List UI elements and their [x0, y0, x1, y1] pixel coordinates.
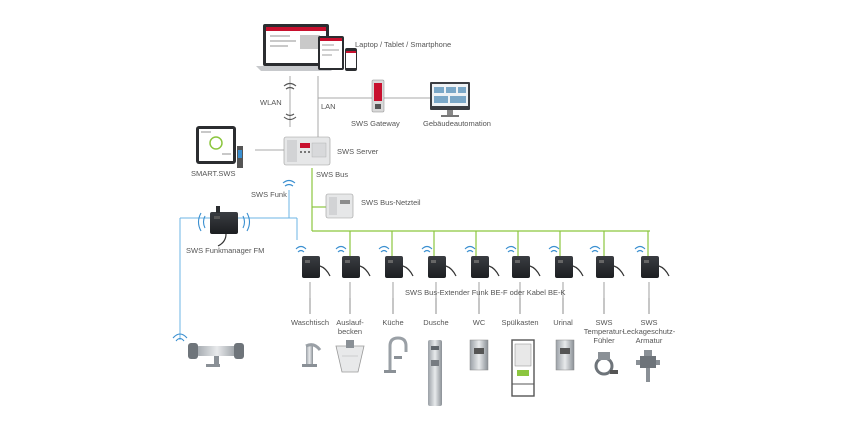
smart-sws-tablet-icon — [196, 126, 243, 168]
laptop-icon — [256, 24, 336, 71]
endpoint-label-line: Fühler — [593, 336, 615, 345]
endpoint-label-line: Waschtisch — [290, 318, 330, 327]
gateway-label: SWS Gateway — [351, 119, 400, 128]
wifi-icon — [282, 179, 296, 187]
thermostat-mixer-icon — [188, 343, 244, 367]
funk-label: SWS Funk — [251, 190, 287, 199]
shower-panel-icon — [428, 340, 442, 406]
endpoint-label-line: SWS — [595, 318, 613, 327]
wifi-icon — [589, 245, 601, 250]
endpoint-label-line: SWS — [640, 318, 658, 327]
endpoint-label-line: Küche — [382, 318, 404, 327]
cistern-frame-icon — [511, 339, 535, 397]
bus-label: SWS Bus — [316, 170, 349, 179]
wifi-icon — [172, 333, 188, 342]
endpoint-label-line: Temperatur- — [583, 327, 625, 336]
wifi-icon — [423, 249, 431, 253]
endpoint-label: Auslauf-becken — [336, 318, 364, 336]
outlet-basin-icon — [335, 340, 365, 373]
endpoint-label-line: Urinal — [553, 318, 573, 327]
endpoint-label-line: Leckageschutz- — [622, 327, 676, 336]
smartphone-icon — [345, 48, 357, 71]
endpoint-label: Dusche — [423, 318, 448, 327]
wifi-icon — [636, 249, 644, 253]
wifi-icon — [466, 249, 474, 253]
wifi-icon — [505, 245, 517, 250]
building-automation-label: Gebäudeautomation — [423, 119, 491, 128]
server-icon — [283, 136, 331, 166]
endpoint-label: WC — [473, 318, 486, 327]
bus-extender-icon — [555, 256, 584, 278]
bus-extender-icon — [385, 256, 414, 278]
wifi-icon — [591, 249, 599, 253]
gateway-icon — [371, 79, 385, 113]
wifi-icon — [634, 245, 646, 250]
bus-extender-icon — [302, 256, 331, 278]
wlan-label: WLAN — [260, 98, 282, 107]
endpoint-label-line: becken — [337, 327, 363, 336]
endpoint-label: Waschtisch — [291, 318, 329, 327]
wifi-icon — [550, 249, 558, 253]
endpoint-wifi-icons — [295, 245, 646, 253]
endpoint-label-line: Armatur — [635, 336, 663, 345]
leakage-valve-icon — [636, 350, 660, 382]
temperature-sensor-icon — [594, 352, 618, 376]
power-supply-icon — [325, 193, 354, 219]
bus-extender-icon — [471, 256, 500, 278]
bus-extender-icon — [641, 256, 670, 278]
wifi-icon — [283, 82, 297, 121]
bus-extender-icon — [596, 256, 625, 278]
bus-extenders — [302, 256, 670, 278]
bus-extender-icon — [428, 256, 457, 278]
bus-extender-icon — [512, 256, 541, 278]
wifi-icon — [380, 249, 388, 253]
smart-sws-label: SMART.SWS — [191, 169, 236, 178]
bus-lines — [311, 168, 650, 256]
endpoint-label-line: Auslauf- — [336, 318, 364, 327]
endpoint-label-line: Dusche — [423, 318, 449, 327]
basin-tap-icon — [302, 343, 322, 367]
tablet-icon — [318, 36, 344, 70]
bus-extender-icon — [342, 256, 371, 278]
kitchen-tap-icon — [384, 336, 408, 373]
wifi-icon — [337, 249, 345, 253]
server-label: SWS Server — [337, 147, 379, 156]
wifi-icon — [378, 245, 390, 250]
extender-label: SWS Bus-Extender Funk BE-F oder Kabel BE… — [405, 288, 566, 297]
wifi-icon — [295, 245, 307, 250]
endpoint-label: Urinal — [553, 318, 573, 327]
endpoint-label-line: WC — [472, 318, 486, 327]
wifi-icon — [297, 249, 305, 253]
endpoint-label: Küche — [382, 318, 403, 327]
radio-manager-waves — [197, 212, 251, 232]
endpoint-label: Spülkasten — [501, 318, 538, 327]
wc-flush-plate-icon — [469, 339, 489, 371]
lan-label: LAN — [321, 102, 336, 111]
lan-lines — [255, 76, 430, 151]
bus-power-label: SWS Bus-Netzteil — [361, 198, 421, 207]
urinal-plate-icon — [555, 339, 575, 371]
extender-stems — [309, 282, 650, 314]
radio-manager-label: SWS Funkmanager FM — [186, 246, 265, 255]
monitor-icon — [430, 82, 470, 117]
radio-manager-icon — [210, 206, 238, 247]
wifi-icon — [507, 249, 515, 253]
devices-label: Laptop / Tablet / Smartphone — [355, 40, 452, 49]
wifi-icon — [464, 245, 476, 250]
radio-lines — [179, 190, 298, 340]
endpoint-label-line: Spülkasten — [501, 318, 539, 327]
wifi-icon — [421, 245, 433, 250]
wifi-icon — [335, 245, 347, 250]
wifi-icon — [548, 245, 560, 250]
